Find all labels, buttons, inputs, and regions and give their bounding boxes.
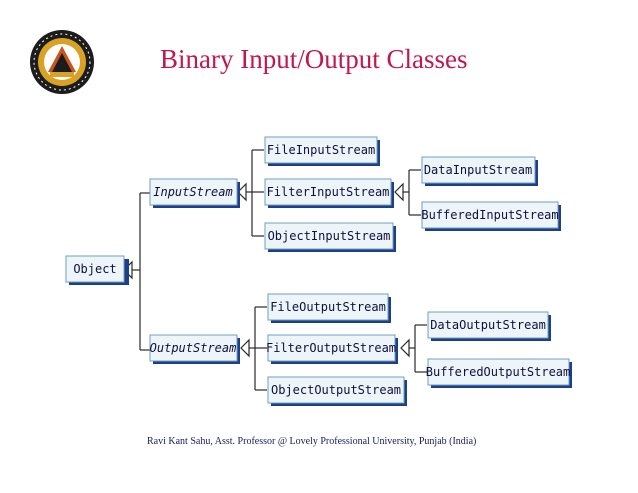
filteroutputstream-connector xyxy=(400,324,427,373)
class-label-outputstream: OutputStream xyxy=(150,341,237,355)
class-label-filteroutputstream: FilterOutputStream xyxy=(266,341,396,355)
slide-title: Binary Input/Output Classes xyxy=(160,44,468,74)
class-label-filterinputstream: FilterInputStream xyxy=(267,185,390,199)
class-box-objectoutputstream: ObjectOutputStream xyxy=(267,376,407,406)
class-box-object: Object xyxy=(65,255,129,285)
slide-footer: Ravi Kant Sahu, Asst. Professor @ Lovely… xyxy=(147,436,477,447)
class-box-filterinputstream: FilterInputStream xyxy=(264,178,394,208)
class-label-bufferedoutputstream: BufferedOutputStream xyxy=(426,365,571,379)
class-box-filteroutputstream: FilterOutputStream xyxy=(266,334,398,364)
class-label-fileoutputstream: FileOutputStream xyxy=(270,300,386,314)
outputstream-connector xyxy=(240,306,267,391)
class-label-object: Object xyxy=(73,262,116,276)
university-seal-icon xyxy=(30,30,94,94)
class-box-outputstream: OutputStream xyxy=(149,334,240,364)
class-label-fileinputstream: FileInputStream xyxy=(267,143,375,157)
class-box-inputstream: InputStream xyxy=(149,178,240,208)
class-box-dataoutputstream: DataOutputStream xyxy=(427,311,551,341)
class-label-dataoutputstream: DataOutputStream xyxy=(430,318,546,332)
class-label-objectinputstream: ObjectInputStream xyxy=(268,229,391,243)
inputstream-connector xyxy=(237,149,264,237)
filterinputstream-connector xyxy=(394,169,421,216)
class-box-bufferedoutputstream: BufferedOutputStream xyxy=(426,358,572,388)
class-box-fileinputstream: FileInputStream xyxy=(264,136,380,166)
class-box-datainputstream: DataInputStream xyxy=(421,156,538,186)
class-label-objectoutputstream: ObjectOutputStream xyxy=(271,383,401,397)
class-box-objectinputstream: ObjectInputStream xyxy=(264,222,396,252)
class-box-fileoutputstream: FileOutputStream xyxy=(267,293,391,323)
class-label-bufferedinputstream: BufferedInputStream xyxy=(421,208,558,222)
class-label-inputstream: InputStream xyxy=(153,185,232,199)
class-label-datainputstream: DataInputStream xyxy=(424,163,532,177)
class-box-bufferedinputstream: BufferedInputStream xyxy=(421,201,561,231)
